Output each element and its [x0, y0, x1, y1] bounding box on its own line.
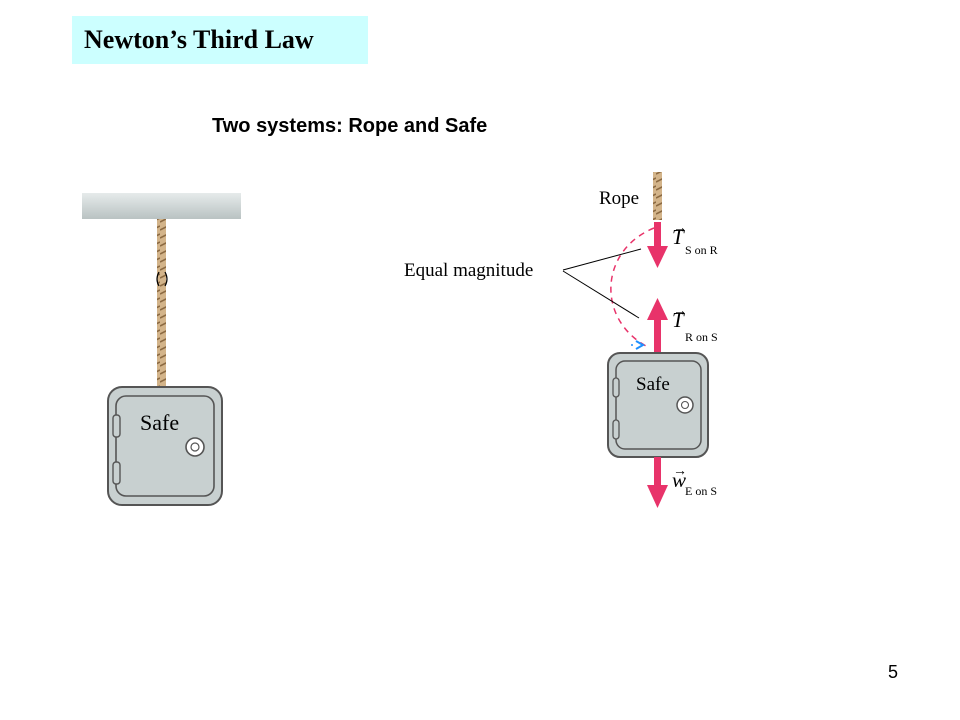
- title-box: Newton’s Third Law: [72, 16, 368, 64]
- slide-subtitle: Two systems: Rope and Safe: [212, 115, 488, 137]
- force-label-t-s-on-r: → T S on R: [672, 221, 718, 257]
- svg-text:→: →: [673, 221, 687, 236]
- force-label-w-e-on-s: → w E on S: [672, 464, 717, 498]
- left-safe-label: Safe: [140, 410, 179, 435]
- force-symbol: w: [672, 468, 686, 492]
- force-subscript: S on R: [685, 243, 718, 257]
- page-number: 5: [888, 662, 899, 682]
- force-subscript: R on S: [685, 330, 718, 344]
- ceiling-beam: [82, 193, 241, 219]
- force-symbol: T: [672, 225, 685, 249]
- force-arrow-t-r-on-s: [647, 298, 668, 354]
- force-arrow-w-e-on-s: [647, 457, 668, 508]
- left-figure: Safe: [82, 193, 241, 506]
- svg-text:→: →: [673, 464, 687, 479]
- left-safe-dial-icon: [185, 437, 205, 457]
- force-label-t-r-on-s: → T R on S: [672, 304, 718, 344]
- left-safe: Safe: [107, 386, 223, 506]
- slide-title: Newton’s Third Law: [84, 25, 314, 54]
- right-safe-label: Safe: [636, 374, 670, 395]
- force-arrow-t-s-on-r: [647, 222, 668, 268]
- force-symbol: T: [672, 308, 685, 332]
- rope-cut-marks: [156, 271, 168, 287]
- rope-label: Rope: [599, 188, 639, 209]
- equal-magnitude-label: Equal magnitude: [404, 260, 533, 281]
- cursor-marker-icon: [631, 340, 646, 350]
- right-safe-dial-icon: [676, 396, 694, 414]
- svg-text:→: →: [673, 304, 687, 319]
- right-rope: [653, 172, 662, 220]
- force-subscript: E on S: [685, 484, 717, 498]
- equal-magnitude-arc: [610, 227, 655, 347]
- right-safe: Safe: [607, 352, 709, 458]
- annotation-line-bottom: [562, 270, 640, 319]
- right-figure: Rope Equal magnitude → T S on R → T R on…: [404, 172, 718, 508]
- left-rope: [157, 219, 166, 389]
- annotation-line-top: [562, 248, 642, 271]
